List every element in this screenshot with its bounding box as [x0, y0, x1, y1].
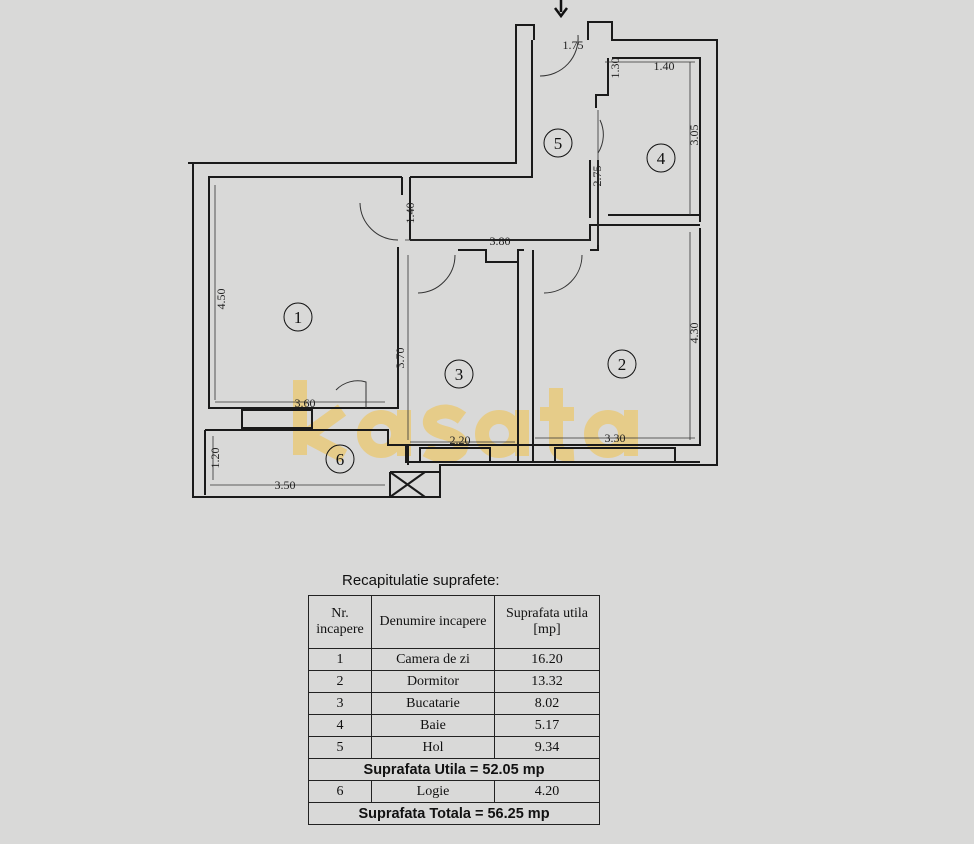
dim-1-20: 1.20	[208, 448, 222, 469]
cell-area: 9.34	[494, 736, 600, 759]
room-markers	[283, 128, 676, 474]
room-3-label: 3	[455, 365, 464, 384]
room-6-label: 6	[336, 450, 345, 469]
dim-1-40-vertical: 1.40	[403, 203, 417, 224]
cell-area: 5.17	[494, 714, 600, 737]
dim-2-75: 2.75	[590, 166, 604, 187]
cell-nr: 4	[308, 714, 372, 737]
watermark-logo	[292, 380, 638, 463]
room-2-label: 2	[618, 355, 627, 374]
cell-name: Baie	[371, 714, 495, 737]
dim-1-75: 1.75	[563, 38, 584, 52]
cell-area: 16.20	[494, 648, 600, 671]
dim-3-60: 3.60	[295, 396, 316, 410]
total-text: Suprafata Totala = 56.25 mp	[308, 802, 600, 825]
room-4-label: 4	[657, 149, 666, 168]
cell-name: Logie	[371, 780, 495, 803]
cell-nr: 5	[308, 736, 372, 759]
subtotal-row: Suprafata Utila = 52.05 mp	[308, 758, 600, 781]
table-caption: Recapitulatie suprafete:	[342, 572, 500, 589]
dim-3-05: 3.05	[687, 125, 701, 146]
cell-area: 13.32	[494, 670, 600, 693]
area-summary-table: Nr. incapere Denumire incapere Suprafata…	[308, 595, 600, 825]
cell-nr: 3	[308, 692, 372, 715]
cell-nr: 2	[308, 670, 372, 693]
dimension-lines	[210, 61, 695, 486]
total-row: Suprafata Totala = 56.25 mp	[308, 802, 600, 825]
dim-4-30: 4.30	[687, 323, 701, 344]
header-nr: Nr. incapere	[308, 595, 372, 649]
dim-3-70: 3.70	[393, 348, 407, 369]
dim-1-30: 1.30	[608, 58, 622, 79]
header-name: Denumire incapere	[371, 595, 495, 649]
dim-4-50: 4.50	[214, 289, 228, 310]
dim-3-80: 3.80	[490, 234, 511, 248]
cell-area: 8.02	[494, 692, 600, 715]
dim-3-30: 3.30	[605, 431, 626, 445]
room-5-label: 5	[554, 134, 563, 153]
dim-3-50: 3.50	[275, 478, 296, 492]
cell-name: Bucatarie	[371, 692, 495, 715]
cell-nr: 6	[308, 780, 372, 803]
cell-area: 4.20	[494, 780, 600, 803]
dim-2-20: 2.20	[450, 433, 471, 447]
cell-nr: 1	[308, 648, 372, 671]
cell-name: Hol	[371, 736, 495, 759]
header-area: Suprafata utila [mp]	[494, 595, 600, 649]
dim-1-40-top: 1.40	[654, 59, 675, 73]
subtotal-text: Suprafata Utila = 52.05 mp	[308, 758, 600, 781]
table-header-row: Nr. incapere Denumire incapere Suprafata…	[308, 595, 600, 649]
cell-name: Dormitor	[371, 670, 495, 693]
walls	[188, 21, 718, 498]
cell-name: Camera de zi	[371, 648, 495, 671]
arrow-down-icon	[554, 0, 568, 19]
doors	[335, 34, 604, 408]
room-1-label: 1	[294, 308, 303, 327]
